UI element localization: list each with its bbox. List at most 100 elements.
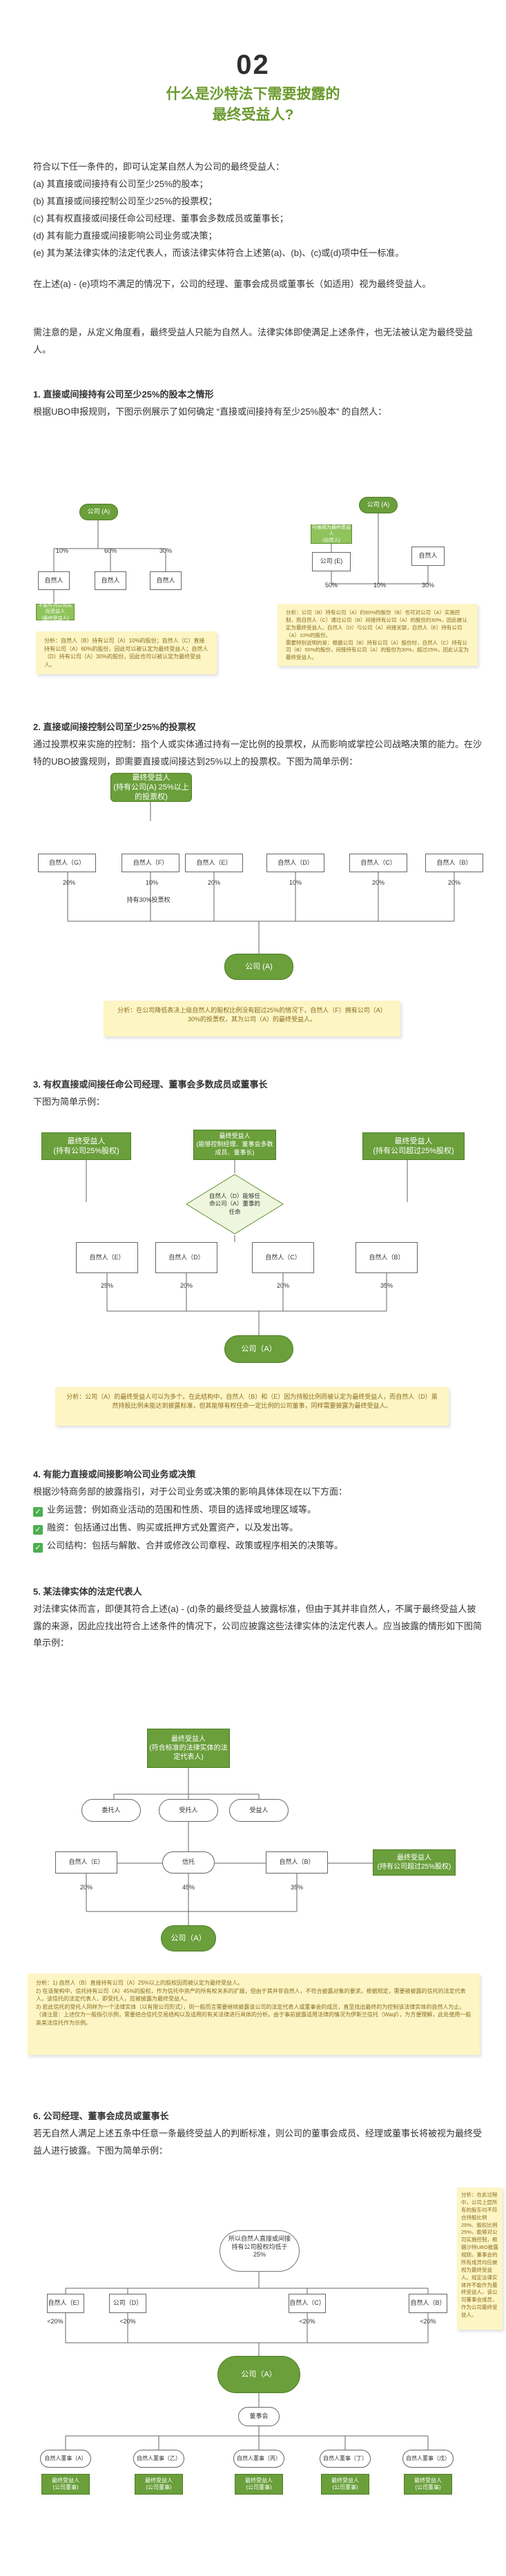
section-2-heading: 2. 直接或间接控制公司至少25%的投票权: [33, 722, 196, 732]
s1-right-pct-3: 30%: [421, 582, 434, 589]
section-3-desc: 下图为简单示例：: [33, 1097, 106, 1107]
s3-analysis-note: 分析：公司（A）的最终受益人可以为多个。在此结构中，自然人（B）和（E）因为持股…: [55, 1387, 449, 1426]
s5-role-beneficiary: 受益人: [229, 1799, 289, 1822]
s1-right-company-e: 公司 (E): [312, 552, 351, 571]
section-6-heading: 6. 公司经理、董事会成员或董事长: [33, 2111, 169, 2121]
s2-person-d: 自然人（D）: [266, 854, 324, 872]
s2-voting-label: 持有30%投票权: [126, 896, 171, 903]
s1-left-pct-3: 30%: [159, 547, 172, 554]
s5-pct-b: 35%: [290, 1884, 303, 1891]
s2-ubo-box: 最终受益人 (持有公司(A) 25%以上的投票权): [110, 773, 192, 802]
intro-para-natural-person: 需注意的是，从定义角度看，最终受益人只能为自然人。法律实体即使满足上述条件，也无…: [33, 327, 474, 355]
s6-ubo-tag-1: 最终受益人 (公司董事): [41, 2474, 90, 2495]
s3-ubo-box-2: 最终受益人 (能够控制经理、董事会多数成员、董事长): [193, 1130, 276, 1160]
s2-pct-c: 20%: [371, 879, 385, 886]
s6-pct-c: <20%: [299, 2318, 315, 2325]
s3-pct-e: 25%: [100, 1282, 113, 1289]
section-4-desc: 根据沙特商务部的披露指引，对于公司业务或决策的影响具体体现在以下方面：: [33, 1486, 348, 1497]
s6-board-node: 董事会: [238, 2407, 280, 2426]
s6-ubo-tag-2: 最终受益人 (公司董事): [135, 2474, 183, 2495]
check-icon: ✓: [33, 1507, 43, 1517]
section-1-heading: 1. 直接或间接持有公司至少25%的股本之情形: [33, 389, 214, 400]
s5-trust-node: 信托: [162, 1851, 215, 1874]
s2-pct-f: 10%: [145, 879, 158, 886]
s2-pct-d: 10%: [289, 879, 302, 886]
section-6-desc: 若无自然人满足上述五条中任意一条最终受益人的判断标准，则公司的董事会成员、经理或…: [33, 2128, 483, 2156]
criterion-c: (c) 其有权直接或间接任命公司经理、董事会多数成员或董事长；: [33, 213, 289, 224]
section-1-desc: 根据UBO申报规则，下图示例展示了如何确定 “直接或间接持有至少25%股本” 的…: [33, 406, 387, 417]
s6-analysis-note: 分析：在此过程中，公司上层所有的股东均不符合持股比例25%、股权比例25%，能够…: [457, 2187, 503, 2330]
check-icon: ✓: [33, 1525, 43, 1535]
s6-director-5: 自然人董事（戊）: [402, 2450, 454, 2468]
page-title: 什么是沙特法下需要披露的 最终受益人?: [166, 86, 340, 124]
intro-lead: 符合以下任一条件的，即可认定某自然人为公司的最终受益人：: [33, 161, 285, 172]
s2-person-b: 自然人（B）: [425, 854, 483, 872]
s6-director-1: 自然人董事（A）: [40, 2450, 91, 2468]
section-3-heading: 3. 有权直接或间接任命公司经理、董事会多数成员或董事长: [33, 1079, 268, 1090]
s1-left-ubo-tag: 不能作为公司实际受益人 (最终受益人): [36, 603, 75, 621]
s3-pct-c: 20%: [276, 1282, 289, 1289]
s3-pct-d: 20%: [179, 1282, 193, 1289]
s2-pct-g: 20%: [62, 879, 75, 886]
s6-director-4: 自然人董事（丁）: [320, 2450, 371, 2468]
s1-left-analysis-note: 分析：自然人（B）持有公司（A）10%的股份；自然人（C）直接持有公司（A）60…: [36, 631, 217, 674]
s5-pct-trust: 45%: [182, 1884, 195, 1891]
s6-ubo-tag-5: 最终受益人 (公司董事): [404, 2474, 452, 2495]
s6-person-b: 自然人（B）: [409, 2294, 447, 2313]
s1-right-analysis-note: 分析：公司（B）持有公司（A）约60%的股份（B）也可对公司（A）实施控制，而自…: [278, 604, 478, 666]
section-2-desc: 通过投票权来实施的控制：指个人或实体通过持有一定比例的投票权，从而影响或掌控公司…: [33, 739, 483, 767]
s6-pct-d: <20%: [119, 2318, 136, 2325]
s1-left-pct-2: 60%: [104, 547, 117, 554]
criterion-a: (a) 其直接或间接持有公司至少25%的股本；: [33, 179, 208, 189]
s1-right-pct-2: 10%: [373, 582, 386, 589]
s5-person-e: 自然人（E）: [55, 1851, 117, 1874]
s4-item-structure: ✓公司结构：包括与解散、合并或修改公司章程、政策或程序相关的决策等。: [33, 1537, 482, 1555]
s3-person-b: 自然人（B）: [356, 1242, 418, 1273]
s5-role-settlor: 委托人: [81, 1799, 141, 1822]
check-icon: ✓: [33, 1543, 43, 1553]
s5-analysis-note: 分析：1) 自然人（B）直接持有公司（A）25%以上的股权因而被认定为最终受益人…: [28, 1974, 480, 2055]
s3-ubo-box-3: 最终受益人 (持有公司超过25%股权): [362, 1132, 465, 1160]
section-4-heading: 4. 有能力直接或间接影响公司业务或决策: [33, 1469, 196, 1479]
s3-pct-b: 35%: [380, 1282, 393, 1289]
s6-company-d: 公司（D）: [109, 2294, 146, 2313]
criterion-d: (d) 其有能力直接或间接影响公司业务或决策；: [33, 230, 217, 241]
s3-diamond-shape: [186, 1174, 284, 1235]
section-number: 02: [236, 50, 270, 80]
section-5-heading: 5. 某法律实体的法定代表人: [33, 1586, 142, 1597]
s3-person-d: 自然人（D）: [155, 1242, 217, 1273]
s1-left-person-1: 自然人: [38, 571, 70, 590]
section-5-desc: 对法律实体而言，即便其符合上述(a) - (d)条的最终受益人披露标准，但由于其…: [33, 1604, 483, 1649]
s2-analysis-note: 分析：在公司降低表决上级自然人的股权比例没有超过25%的情况下，自然人（F）拥有…: [104, 1001, 400, 1036]
s1-left-pct-1: 10%: [55, 547, 68, 554]
s6-ubo-tag-4: 最终受益人 (公司董事): [321, 2474, 369, 2495]
s5-company-node: 公司（A）: [161, 1925, 216, 1951]
s6-pct-e: <20%: [47, 2318, 64, 2325]
s4-item-financing: ✓融资：包括通过出售、购买或抵押方式处置资产，以及发出等。: [33, 1520, 482, 1537]
s1-left-company-node: 公司 (A): [79, 504, 118, 520]
s2-person-g: 自然人（G）: [38, 854, 96, 872]
s6-company-node: 公司（A）: [217, 2356, 300, 2393]
s1-right-person: 自然人: [411, 547, 445, 566]
s6-pct-b: <20%: [420, 2318, 436, 2325]
s1-right-ubo-box: 可被视为最终受益人 (自然人): [311, 524, 352, 544]
s6-director-3: 自然人董事（丙）: [233, 2450, 284, 2468]
s2-pct-e: 20%: [207, 879, 220, 886]
s6-person-c: 自然人（C）: [289, 2294, 326, 2313]
criterion-b: (b) 其直接或间接控制公司至少25%的投票权；: [33, 196, 217, 206]
s5-ubo-box: 最终受益人 (符合标准的法律实体的法定代表人): [147, 1729, 230, 1768]
s2-pct-b: 20%: [447, 879, 460, 886]
s6-cloud-note: 所以自然人直接或间接持有公司股权均低于25%: [220, 2230, 300, 2272]
s3-person-c: 自然人（C）: [252, 1242, 314, 1273]
s5-pct-e: 20%: [79, 1884, 93, 1891]
s2-company-node: 公司 (A): [224, 954, 293, 980]
s3-company-node: 公司（A）: [224, 1335, 293, 1363]
intro-para-fallback: 在上述(a) - (e)项均不满足的情况下，公司的经理、董事会成员或董事长（如适…: [33, 279, 431, 289]
s6-person-e: 自然人（E）: [47, 2294, 84, 2313]
s6-director-2: 自然人董事（乙）: [133, 2450, 184, 2468]
s3-ubo-box-1: 最终受益人 (持有公司25%股权): [41, 1132, 131, 1160]
s2-person-f: 自然人（F）: [121, 854, 179, 872]
s1-left-person-3: 自然人: [150, 571, 182, 590]
s1-right-pct-1: 50%: [324, 582, 338, 589]
criterion-e: (e) 其为某法律实体的法定代表人，而该法律实体符合上述第(a)、(b)、(c)…: [33, 248, 405, 258]
